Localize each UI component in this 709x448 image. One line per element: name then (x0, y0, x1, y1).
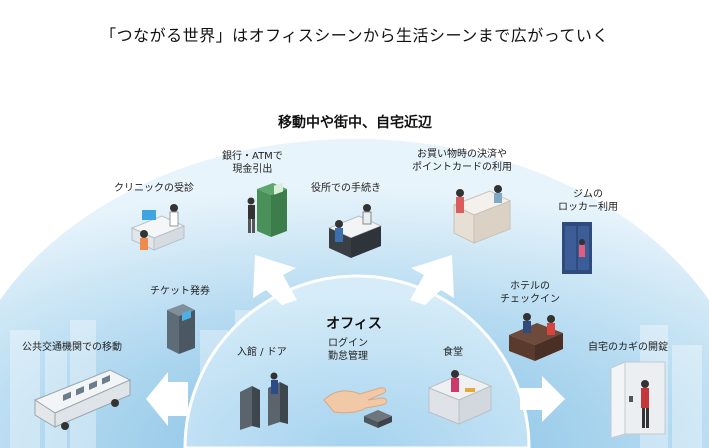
label-shopping: お買い物時の決済や ポイントカードの利用 (412, 148, 512, 174)
label-city-hall: 役所での手続き (311, 183, 381, 194)
label-shopping-line-1: お買い物時の決済や (417, 149, 507, 160)
gym-locker-illustration (562, 222, 592, 274)
label-public-transport: 公共交通機関での移動 (22, 342, 122, 353)
label-entrance: 入館 / ドア (237, 347, 287, 358)
label-login-line-2: 勤怠管理 (328, 351, 368, 362)
outer-zone-label: 移動中や街中、自宅近辺 (278, 115, 432, 131)
label-cafeteria: 食堂 (443, 347, 463, 358)
label-hotel: ホテルの チェックイン (500, 280, 560, 306)
label-login: ログイン 勤怠管理 (328, 337, 368, 363)
label-hotel-line-1: ホテルの (510, 281, 550, 292)
arrow-up-left (253, 255, 297, 305)
ticket-machine-illustration (167, 304, 195, 354)
cafeteria-illustration (427, 370, 493, 425)
label-gym: ジムの ロッカー利用 (558, 188, 618, 214)
arrow-up-right (410, 255, 454, 305)
fingerprint-device-illustration (323, 387, 392, 428)
city-hall-illustration (327, 204, 383, 258)
label-clinic: クリニックの受診 (114, 183, 194, 194)
arrow-right (520, 376, 565, 422)
label-shopping-line-2: ポイントカードの利用 (412, 162, 512, 173)
label-atm-line-2: 現金引出 (232, 164, 273, 175)
clinic-illustration (130, 204, 186, 251)
label-atm: 銀行・ATMで 現金引出 (222, 150, 283, 176)
label-home-key: 自宅のカギの開錠 (588, 342, 668, 353)
label-gym-line-2: ロッカー利用 (558, 202, 618, 213)
label-gym-line-1: ジムの (573, 189, 603, 200)
home-door-illustration (610, 361, 666, 438)
label-login-line-1: ログイン (328, 338, 368, 349)
label-ticket: チケット発券 (150, 286, 210, 297)
arrow-left (146, 372, 188, 426)
atm-illustration (247, 183, 287, 237)
hotel-illustration (509, 313, 563, 361)
shopping-illustration (452, 185, 512, 244)
bus-illustration (33, 369, 132, 430)
label-atm-line-1: 銀行・ATMで (222, 151, 283, 162)
page-title: 「つながる世界」はオフィスシーンから生活シーンまで広がっていく (100, 26, 609, 45)
label-hotel-line-2: チェックイン (500, 294, 560, 305)
entrance-gate-illustration (240, 372, 288, 430)
inner-zone-label: オフィス (326, 316, 382, 332)
